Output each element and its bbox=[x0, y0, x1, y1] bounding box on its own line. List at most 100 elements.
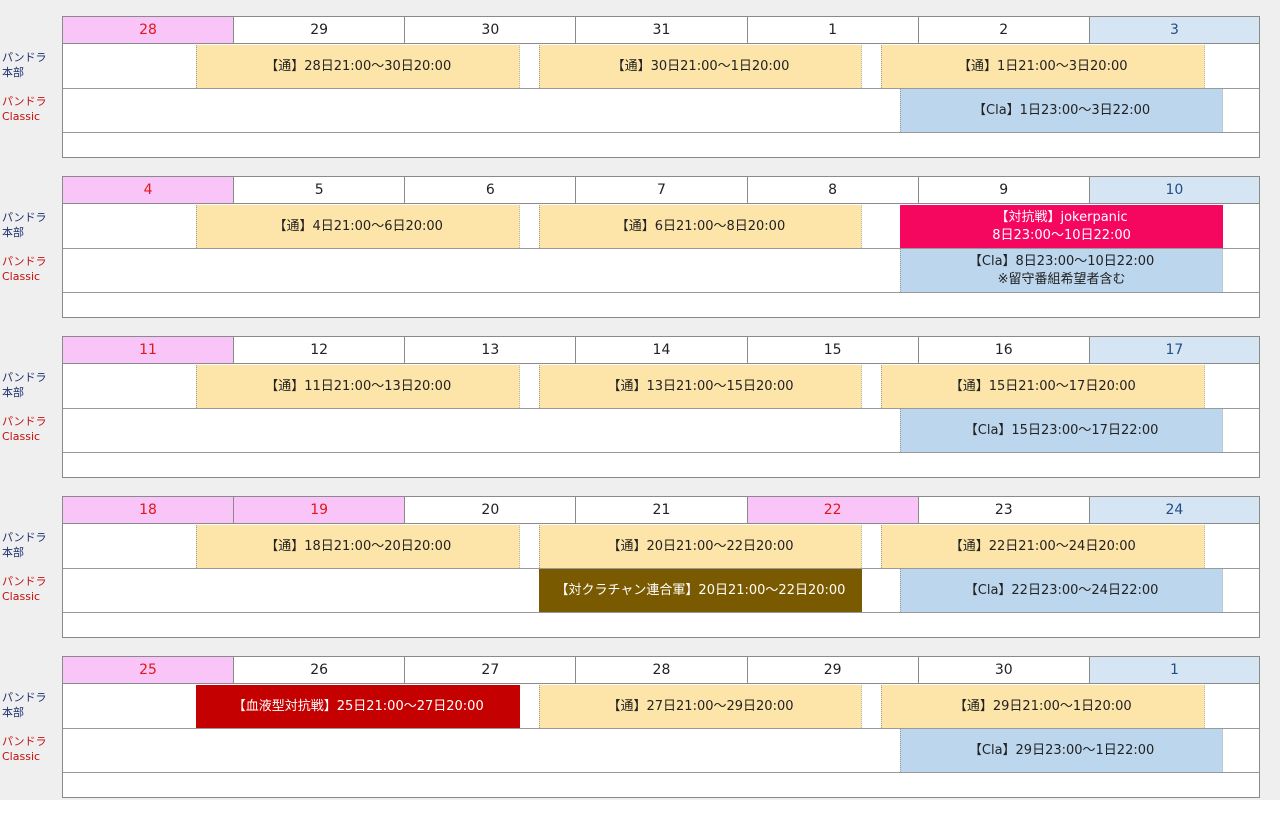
day-header: 29 bbox=[234, 17, 406, 44]
event-tsu[interactable]: 【通】4日21:00〜6日20:00 bbox=[196, 205, 520, 248]
row-label-text: Classic bbox=[2, 110, 41, 123]
row-label-honbu: パンドラ本部 bbox=[2, 210, 60, 240]
event-text: 【通】22日21:00〜24日20:00 bbox=[949, 538, 1136, 554]
row-label-text: 本部 bbox=[2, 546, 24, 559]
day-header: 22 bbox=[747, 497, 919, 524]
day-header: 18 bbox=[63, 497, 235, 524]
row-label-text: パンドラ bbox=[2, 415, 47, 428]
day-header: 1 bbox=[747, 17, 919, 44]
event-classic[interactable]: 【Cla】8日23:00〜10日22:00※留守番組希望者含む bbox=[899, 249, 1224, 292]
row-label-text: パンドラ bbox=[2, 371, 47, 384]
day-header: 7 bbox=[576, 177, 748, 204]
day-header: 30 bbox=[918, 657, 1090, 684]
event-classic[interactable]: 【Cla】1日23:00〜3日22:00 bbox=[899, 89, 1224, 132]
event-text: 【Cla】22日23:00〜24日22:00 bbox=[964, 582, 1159, 598]
event-tsu[interactable]: 【通】20日21:00〜22日20:00 bbox=[538, 525, 863, 568]
day-header: 21 bbox=[576, 497, 748, 524]
row-label-text: パンドラ bbox=[2, 531, 47, 544]
event-text: 【通】20日21:00〜22日20:00 bbox=[607, 538, 794, 554]
row-label-classic: パンドラ Classic bbox=[2, 254, 60, 284]
day-header: 20 bbox=[405, 497, 577, 524]
event-tsu[interactable]: 【通】11日21:00〜13日20:00 bbox=[196, 365, 520, 408]
row-divider bbox=[63, 568, 1259, 569]
day-header: 5 bbox=[234, 177, 406, 204]
row-divider bbox=[63, 728, 1259, 729]
row-label-text: Classic bbox=[2, 750, 41, 763]
row-divider bbox=[63, 248, 1259, 249]
event-tsu[interactable]: 【通】6日21:00〜8日20:00 bbox=[538, 205, 863, 248]
row-label-honbu: パンドラ本部 bbox=[2, 690, 60, 720]
event-text: 【Cla】8日23:00〜10日22:00 bbox=[968, 253, 1155, 269]
event-tsu[interactable]: 【通】29日21:00〜1日20:00 bbox=[881, 685, 1205, 728]
day-header: 24 bbox=[1089, 497, 1259, 524]
event-tsu[interactable]: 【通】28日21:00〜30日20:00 bbox=[196, 45, 520, 88]
day-header: 23 bbox=[918, 497, 1090, 524]
event-text: 【対クラチャン連合軍】20日21:00〜22日20:00 bbox=[555, 582, 846, 598]
day-header: 15 bbox=[747, 337, 919, 364]
day-header: 29 bbox=[747, 657, 919, 684]
day-header: 6 bbox=[405, 177, 577, 204]
event-tsu[interactable]: 【通】1日21:00〜3日20:00 bbox=[881, 45, 1205, 88]
event-special[interactable]: 【対抗戦】jokerpanic 8日23:00〜10日22:00 bbox=[899, 205, 1224, 248]
row-label-text: 本部 bbox=[2, 386, 24, 399]
row-label-text: パンドラ bbox=[2, 95, 47, 108]
event-text: 【通】30日21:00〜1日20:00 bbox=[611, 58, 790, 74]
event-tsu[interactable]: 【通】18日21:00〜20日20:00 bbox=[196, 525, 520, 568]
row-label-text: パンドラ bbox=[2, 735, 47, 748]
row-divider bbox=[63, 132, 1259, 133]
event-text: 【通】18日21:00〜20日20:00 bbox=[265, 538, 452, 554]
event-text: 【血液型対抗戦】25日21:00〜27日20:00 bbox=[232, 698, 484, 714]
row-label-text: Classic bbox=[2, 430, 41, 443]
row-label-text: パンドラ bbox=[2, 51, 47, 64]
event-text: 【通】28日21:00〜30日20:00 bbox=[265, 58, 452, 74]
event-tsu[interactable]: 【通】22日21:00〜24日20:00 bbox=[881, 525, 1205, 568]
day-header: 28 bbox=[576, 657, 748, 684]
day-header: 12 bbox=[234, 337, 406, 364]
day-header: 3 bbox=[1089, 17, 1259, 44]
event-text: 【Cla】29日23:00〜1日22:00 bbox=[968, 742, 1155, 758]
row-label-text: パンドラ bbox=[2, 211, 47, 224]
day-header: 13 bbox=[405, 337, 577, 364]
event-tsu[interactable]: 【通】13日21:00〜15日20:00 bbox=[538, 365, 863, 408]
event-special[interactable]: 【血液型対抗戦】25日21:00〜27日20:00 bbox=[196, 685, 520, 728]
event-classic[interactable]: 【Cla】22日23:00〜24日22:00 bbox=[899, 569, 1224, 612]
day-header: 11 bbox=[63, 337, 235, 364]
day-header: 10 bbox=[1089, 177, 1259, 204]
event-text: 【Cla】15日23:00〜17日22:00 bbox=[964, 422, 1159, 438]
event-tsu[interactable]: 【通】30日21:00〜1日20:00 bbox=[538, 45, 863, 88]
event-tsu[interactable]: 【通】15日21:00〜17日20:00 bbox=[881, 365, 1205, 408]
row-label-text: パンドラ bbox=[2, 575, 47, 588]
event-text: 【通】15日21:00〜17日20:00 bbox=[949, 378, 1136, 394]
row-divider bbox=[63, 88, 1259, 89]
row-divider bbox=[63, 408, 1259, 409]
row-label-text: 本部 bbox=[2, 706, 24, 719]
event-classic[interactable]: 【Cla】29日23:00〜1日22:00 bbox=[899, 729, 1224, 772]
event-text: 【通】4日21:00〜6日20:00 bbox=[273, 218, 443, 234]
row-divider bbox=[63, 772, 1259, 773]
event-text: 8日23:00〜10日22:00 bbox=[992, 227, 1131, 243]
row-label-honbu: パンドラ本部 bbox=[2, 370, 60, 400]
day-header: 31 bbox=[576, 17, 748, 44]
day-header: 30 bbox=[405, 17, 577, 44]
day-header: 19 bbox=[234, 497, 406, 524]
row-label-text: 本部 bbox=[2, 66, 24, 79]
event-special[interactable]: 【対クラチャン連合軍】20日21:00〜22日20:00 bbox=[538, 569, 863, 612]
day-header: 14 bbox=[576, 337, 748, 364]
day-header: 17 bbox=[1089, 337, 1259, 364]
row-label-text: 本部 bbox=[2, 226, 24, 239]
event-tsu[interactable]: 【通】27日21:00〜29日20:00 bbox=[538, 685, 863, 728]
row-label-text: Classic bbox=[2, 270, 41, 283]
row-label-classic: パンドラ Classic bbox=[2, 734, 60, 764]
day-header: 27 bbox=[405, 657, 577, 684]
event-text: 【対抗戦】jokerpanic bbox=[995, 209, 1128, 225]
event-classic[interactable]: 【Cla】15日23:00〜17日22:00 bbox=[899, 409, 1224, 452]
row-label-honbu: パンドラ本部 bbox=[2, 530, 60, 560]
row-divider bbox=[63, 452, 1259, 453]
row-label-text: パンドラ bbox=[2, 255, 47, 268]
row-label-text: パンドラ bbox=[2, 691, 47, 704]
event-text: 【通】1日21:00〜3日20:00 bbox=[958, 58, 1128, 74]
